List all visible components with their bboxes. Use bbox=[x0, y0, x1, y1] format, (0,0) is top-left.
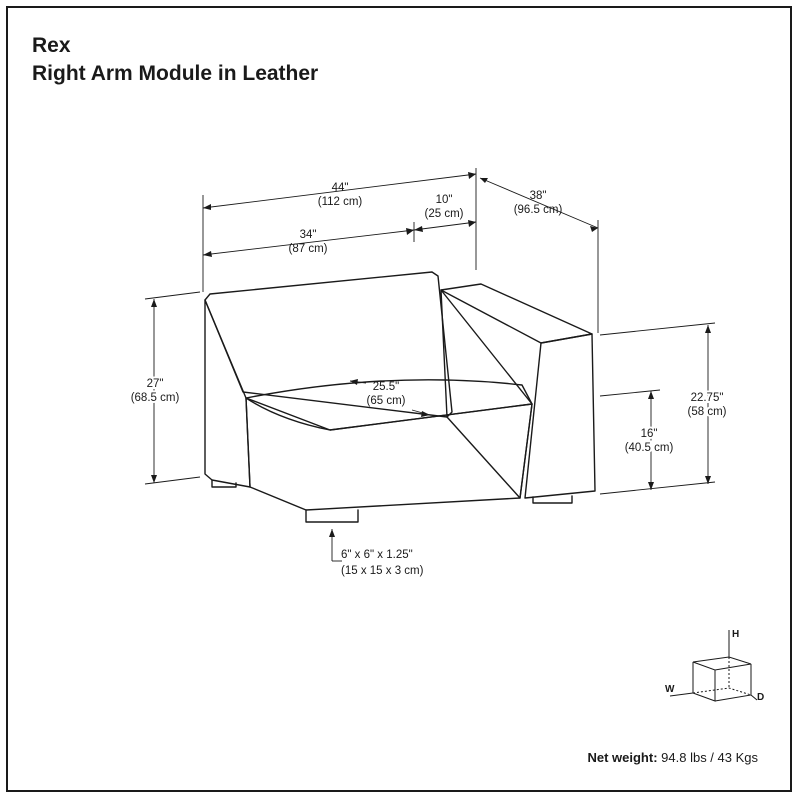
product-name: Right Arm Module in Leather bbox=[32, 62, 319, 85]
overall-width-cm: (112 cm) bbox=[318, 196, 363, 208]
axis-w-label: W bbox=[665, 684, 675, 695]
sofa-back bbox=[204, 271, 453, 418]
height-cm: (68.5 cm) bbox=[131, 392, 180, 404]
axis-h-label: H bbox=[732, 629, 739, 640]
leg-size-cm: (15 x 15 x 3 cm) bbox=[341, 565, 424, 577]
net-weight-value: 94.8 lbs / 43 Kgs bbox=[661, 750, 758, 765]
sofa-arm-front bbox=[524, 333, 596, 499]
depth-in: 38" bbox=[530, 190, 547, 202]
leg-size-in: 6" x 6" x 1.25" bbox=[341, 549, 413, 561]
leg-right bbox=[532, 495, 573, 504]
leg-left bbox=[211, 479, 237, 488]
sofa-side-left bbox=[204, 299, 251, 488]
seat-width-cm: (87 cm) bbox=[289, 243, 328, 255]
seat-height-in: 16" bbox=[641, 428, 658, 440]
sofa-front bbox=[245, 397, 533, 511]
arm-height-in: 22.75" bbox=[691, 392, 724, 404]
arm-width-in: 10" bbox=[436, 194, 453, 206]
arm-height-cm: (58 cm) bbox=[688, 406, 727, 418]
net-weight: Net weight: 94.8 lbs / 43 Kgs bbox=[587, 750, 758, 765]
net-weight-label: Net weight: bbox=[587, 750, 658, 765]
overall-width-in: 44" bbox=[332, 182, 349, 194]
sofa-arm-side bbox=[440, 289, 533, 499]
axis-cube-icon bbox=[669, 630, 758, 702]
arm-width-cm: (25 cm) bbox=[425, 208, 464, 220]
seat-depth-cm: (65 cm) bbox=[367, 395, 406, 407]
depth-cm: (96.5 cm) bbox=[514, 204, 563, 216]
drawing-frame bbox=[6, 6, 792, 792]
seat-width-in: 34" bbox=[300, 229, 317, 241]
sofa-seat bbox=[245, 379, 533, 431]
leg-front bbox=[305, 509, 359, 523]
product-brand: Rex bbox=[32, 34, 71, 57]
seat-height-cm: (40.5 cm) bbox=[625, 442, 674, 454]
sofa-arm-top bbox=[440, 283, 593, 344]
axis-d-label: D bbox=[757, 692, 764, 703]
height-in: 27" bbox=[147, 378, 164, 390]
seat-depth-in: 25.5" bbox=[373, 381, 399, 393]
